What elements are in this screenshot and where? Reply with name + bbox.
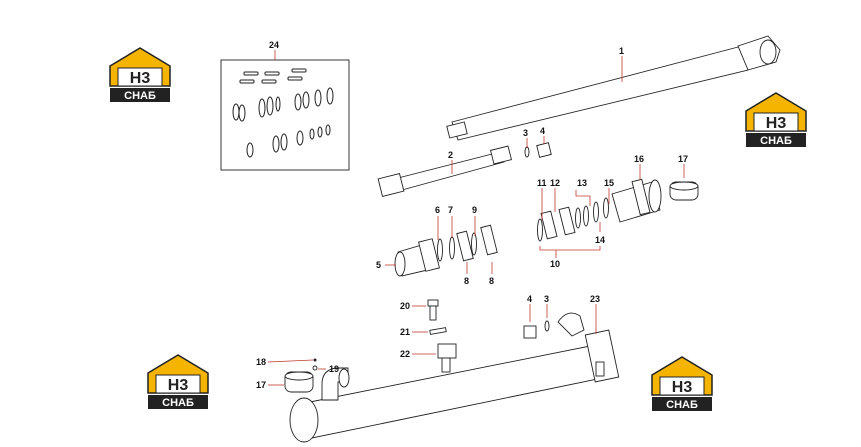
callout-2: 2 bbox=[448, 150, 453, 160]
callout-9: 9 bbox=[472, 205, 477, 215]
callout-12: 12 bbox=[550, 178, 560, 188]
callout-4: 4 bbox=[540, 126, 545, 136]
callout-10: 10 bbox=[550, 259, 560, 269]
piston-body bbox=[394, 238, 440, 277]
svg-text:H3: H3 bbox=[130, 70, 151, 87]
svg-text:СНАБ: СНАБ bbox=[162, 397, 194, 409]
callout-16: 16 bbox=[634, 154, 644, 164]
brand-logo-bottom-left: H3 СНАБ bbox=[147, 354, 209, 409]
callout-11: 11 bbox=[537, 178, 547, 188]
brand-logo-bottom-right: H3 СНАБ bbox=[651, 356, 713, 411]
svg-text:СНАБ: СНАБ bbox=[666, 399, 698, 411]
grease-fitting bbox=[427, 299, 439, 321]
gland bbox=[611, 178, 662, 223]
cylinder-tube bbox=[289, 312, 620, 443]
brand-logo-top-right: H3 СНАБ bbox=[745, 92, 807, 147]
callout-3b: 3 bbox=[544, 294, 549, 304]
nut-top bbox=[536, 142, 552, 158]
callout-21: 21 bbox=[400, 327, 410, 337]
gland-seals bbox=[537, 197, 609, 242]
svg-text:H3: H3 bbox=[168, 377, 189, 394]
callout-18: 18 bbox=[256, 357, 266, 367]
callout-6: 6 bbox=[435, 205, 440, 215]
callout-14: 14 bbox=[595, 235, 605, 245]
bushing-top bbox=[669, 181, 699, 201]
elbow-fitting bbox=[321, 367, 350, 401]
callout-5: 5 bbox=[376, 260, 381, 270]
brand-logo-top-left: H3 СНАБ bbox=[109, 47, 171, 102]
callout-8b: 8 bbox=[489, 276, 494, 286]
callout-13: 13 bbox=[577, 178, 587, 188]
callout-20: 20 bbox=[400, 301, 410, 311]
callout-24: 24 bbox=[269, 40, 279, 50]
callout-22: 22 bbox=[400, 349, 410, 359]
nut-bottom bbox=[523, 325, 537, 339]
piston-seals bbox=[437, 224, 498, 262]
seal-kit-box bbox=[220, 59, 350, 171]
callout-7: 7 bbox=[448, 205, 453, 215]
tie-rod bbox=[377, 145, 512, 197]
svg-text:СНАБ: СНАБ bbox=[760, 135, 792, 147]
pin bbox=[429, 327, 447, 335]
callout-labels: 1 2 3 4 5 6 7 8 8 9 10 11 12 13 14 15 16… bbox=[256, 40, 688, 390]
callout-1: 1 bbox=[619, 46, 624, 56]
callout-17: 17 bbox=[678, 154, 688, 164]
callout-15: 15 bbox=[604, 178, 614, 188]
callout-8: 8 bbox=[464, 276, 469, 286]
snap-ring-top bbox=[524, 146, 530, 158]
leader-lines bbox=[267, 50, 685, 386]
sleeve bbox=[437, 343, 457, 373]
callout-19: 19 bbox=[329, 364, 339, 374]
small-screw bbox=[312, 358, 318, 371]
callout-23: 23 bbox=[590, 294, 600, 304]
svg-text:СНАБ: СНАБ bbox=[124, 90, 156, 102]
svg-text:H3: H3 bbox=[766, 115, 787, 132]
snap-ring-bottom bbox=[544, 320, 550, 332]
bushing-bottom bbox=[284, 371, 314, 393]
callout-17b: 17 bbox=[256, 380, 266, 390]
callout-4b: 4 bbox=[527, 294, 532, 304]
piston-rod bbox=[446, 35, 781, 141]
svg-text:H3: H3 bbox=[672, 379, 693, 396]
callout-3: 3 bbox=[523, 128, 528, 138]
